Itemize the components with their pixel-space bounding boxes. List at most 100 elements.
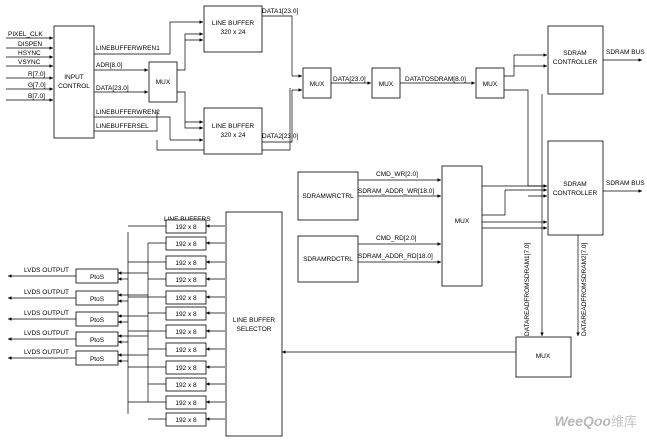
lvds-output-2: LVDS OUTPUT: [24, 289, 69, 296]
ptos-label: PtoS: [90, 356, 105, 363]
signal-data2: DATA2[23.0]: [262, 133, 298, 140]
input-hsync: HSYNC: [18, 50, 41, 57]
line-buffer-selector-block: LINE BUFFER SELECTOR: [225, 211, 283, 437]
small-buffer-8: 192 x 8: [165, 342, 207, 357]
signal-sdram-addr-rd: SDRAM_ADDR_RD[18.0]: [358, 253, 433, 260]
svg-text:CONTROLLER: CONTROLLER: [553, 59, 598, 66]
signal-sdram-bus-1: SDRAM BUS: [606, 49, 645, 56]
signal-cmd-rd: CMD_RD[2.0]: [376, 235, 417, 242]
ptos-label: PtoS: [90, 296, 105, 303]
small-buffer-1: 192 x 8: [165, 219, 207, 234]
small-buffer-label: 192 x 8: [175, 417, 197, 424]
signal-data-mid: DATA[23.0]: [333, 76, 366, 83]
small-buffer-7: 192 x 8: [165, 324, 207, 339]
small-buffer-label: 192 x 8: [175, 260, 197, 267]
input-vsync: VSYNC: [18, 59, 41, 66]
input-b: B[7.0]: [28, 93, 45, 100]
small-buffer-label: 192 x 8: [175, 241, 197, 248]
input-pixel-clk: PIXEL_CLK: [8, 31, 43, 38]
signal-data: DATA[23.0]: [96, 85, 129, 92]
small-buffer-6: 192 x 8: [165, 306, 207, 321]
small-buffer-label: 192 x 8: [175, 224, 197, 231]
svg-text:SDRAMRDCTRL: SDRAMRDCTRL: [303, 256, 353, 263]
lvds-output-3: LVDS OUTPUT: [24, 310, 69, 317]
ptos-3: PtoS: [75, 311, 119, 327]
sdram-controller-2: SDRAM CONTROLLER: [547, 140, 604, 236]
svg-text:MUX: MUX: [483, 81, 498, 88]
signal-linebufferwren2: LINEBUFFERWREN2: [96, 109, 160, 116]
small-buffer-2: 192 x 8: [165, 236, 207, 251]
label-line-buffers: LINE BUFFERS: [164, 216, 211, 223]
small-buffer-label: 192 x 8: [175, 400, 197, 407]
input-control-outputs: LINEBUFFERWREN1 ADR[8.0] DATA[23.0] LINE…: [94, 20, 291, 151]
svg-text:MUX: MUX: [156, 79, 171, 86]
small-buffer-4: 192 x 8: [165, 272, 207, 287]
ptos-2: PtoS: [75, 290, 119, 306]
signal-dataread1: DATAREADFROMSDRAM1[7.0]: [524, 243, 531, 336]
signal-linebuffersel: LINEBUFFERSEL: [96, 123, 149, 130]
small-buffer-label: 192 x 8: [175, 295, 197, 302]
svg-text:LINE BUFFER: LINE BUFFER: [212, 123, 255, 130]
signal-cmd-wr: CMD_WR[2.0]: [376, 171, 418, 178]
signal-adr: ADR[8.0]: [96, 62, 123, 69]
watermark-latin: WeeQoo: [554, 413, 611, 429]
svg-text:MUX: MUX: [536, 353, 551, 360]
svg-text:SDRAM: SDRAM: [563, 50, 586, 57]
ptos-4: PtoS: [75, 331, 119, 347]
small-buffer-label: 192 x 8: [175, 277, 197, 284]
input-r: R[7.0]: [28, 71, 46, 78]
small-buffer-10: 192 x 8: [165, 377, 207, 392]
small-buffer-label: 192 x 8: [175, 311, 197, 318]
input-dispen: DISPEN: [18, 41, 43, 48]
ptos-label: PtoS: [90, 274, 105, 281]
ptos-5: PtoS: [75, 350, 119, 366]
signal-datatosdram: DATATOSDRAM[8.0]: [405, 76, 466, 83]
mux-address-data: MUX: [148, 61, 178, 103]
watermark: WeeQoo维库: [554, 411, 637, 430]
ptos-label: PtoS: [90, 337, 105, 344]
small-buffer-label: 192 x 8: [175, 382, 197, 389]
svg-text:320 x 24: 320 x 24: [221, 29, 246, 36]
mux-read-data: MUX: [515, 336, 572, 378]
input-g: G[7.0]: [28, 82, 46, 89]
svg-text:SDRAMWRCTRL: SDRAMWRCTRL: [302, 193, 354, 200]
svg-text:SELECTOR: SELECTOR: [237, 326, 272, 333]
line-buffer-2: LINE BUFFER 320 x 24: [203, 107, 263, 155]
mux-data-format: MUX: [371, 67, 401, 99]
ptos-1: PtoS: [75, 268, 119, 284]
ptos-label: PtoS: [90, 317, 105, 324]
line-buffer-1: LINE BUFFER 320 x 24: [203, 5, 263, 53]
small-buffer-11: 192 x 8: [165, 395, 207, 410]
svg-text:LINE BUFFER: LINE BUFFER: [233, 317, 276, 324]
svg-text:CONTROLLER: CONTROLLER: [553, 190, 598, 197]
mux-line-buffer-select: MUX: [302, 67, 332, 99]
lvds-output-1: LVDS OUTPUT: [24, 267, 69, 274]
signal-linebufferwren1: LINEBUFFERWREN1: [96, 45, 160, 52]
lvds-output-4: LVDS OUTPUT: [24, 330, 69, 337]
sdram-rd-ctrl-block: SDRAMRDCTRL: [297, 235, 359, 283]
small-buffer-5: 192 x 8: [165, 290, 207, 305]
watermark-chinese: 维库: [610, 414, 637, 429]
svg-text:SDRAM: SDRAM: [563, 181, 586, 188]
small-buffer-label: 192 x 8: [175, 329, 197, 336]
svg-text:CONTROL: CONTROL: [58, 83, 90, 90]
signal-sdram-bus-2: SDRAM BUS: [606, 180, 645, 187]
signal-data1: DATA1[23.0]: [262, 8, 298, 15]
sdram-controller-1: SDRAM CONTROLLER: [547, 25, 604, 95]
lvds-output-5: LVDS OUTPUT: [24, 349, 69, 356]
svg-text:MUX: MUX: [379, 81, 394, 88]
svg-text:MUX: MUX: [455, 218, 470, 225]
ptos-stack: PtoS LVDS OUTPUT PtoS LVDS OUTPUT PtoS LVDS O…: [8, 243, 149, 402]
small-buffer-label: 192 x 8: [175, 365, 197, 372]
svg-text:INPUT: INPUT: [64, 74, 84, 81]
mux-sdram-command: MUX: [441, 165, 483, 287]
small-buffer-12: 192 x 8: [165, 412, 207, 427]
input-control-block: INPUT CONTROL: [53, 25, 95, 139]
small-buffer-9: 192 x 8: [165, 360, 207, 375]
small-buffer-3: 192 x 8: [165, 255, 207, 270]
small-buffer-label: 192 x 8: [175, 347, 197, 354]
input-signals: PIXEL_CLK DISPEN HSYNC VSYNC R[7.0] G[7.…: [6, 31, 53, 102]
svg-text:LINE BUFFER: LINE BUFFER: [212, 20, 255, 27]
signal-dataread2: DATAREADFROMSDRAM2[7.0]: [581, 243, 588, 336]
